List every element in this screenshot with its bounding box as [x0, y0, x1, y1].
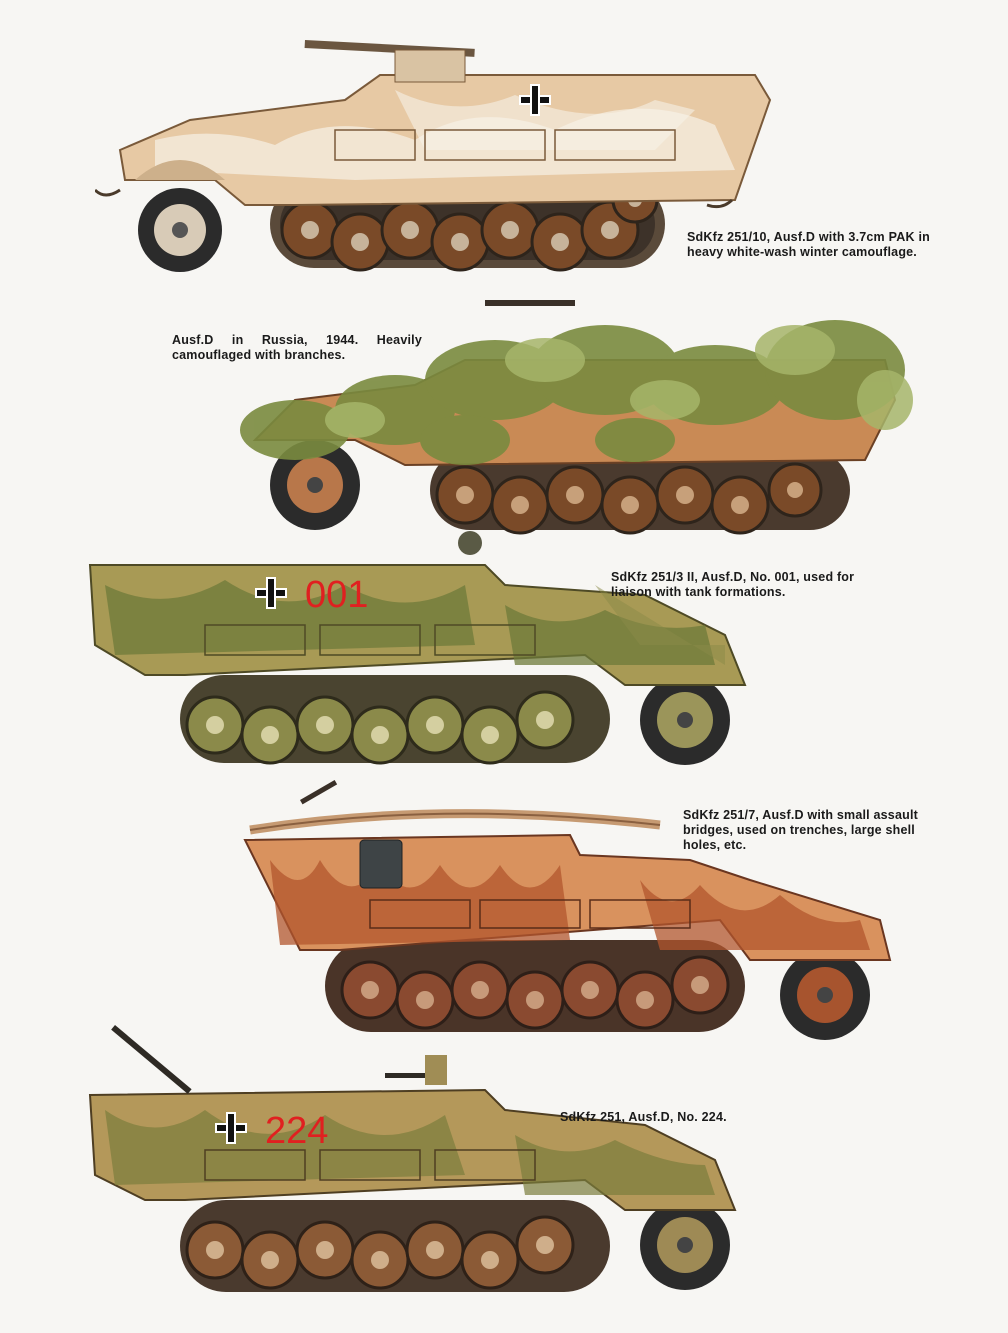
- vehicle-number-224: 224: [265, 1110, 328, 1152]
- caption-russia-1944: Ausf.D in Russia, 1944. Heavily camoufla…: [172, 333, 422, 362]
- caption-251-3-no-001: SdKfz 251/3 II, Ausf.D, No. 001, used fo…: [611, 570, 855, 599]
- halftrack-russia-1944-illustration: [240, 300, 913, 535]
- caption-251-no-224: SdKfz 251, Ausf.D, No. 224.: [560, 1110, 727, 1124]
- balkenkreuz-icon: [255, 577, 287, 609]
- halftrack-251-no-224-illustration: 224: [88, 1025, 737, 1292]
- halftrack-251-10-illustration: [95, 40, 772, 272]
- halftrack-251-7-illustration: [243, 780, 892, 1040]
- balkenkreuz-icon: [519, 84, 551, 116]
- caption-251-10: SdKfz 251/10, Ausf.D with 3.7cm PAK in h…: [687, 230, 930, 259]
- balkenkreuz-icon: [215, 1112, 247, 1144]
- halftrack-251-3-no-001-illustration: 001: [88, 531, 747, 765]
- caption-251-7: SdKfz 251/7, Ausf.D with small assault b…: [683, 808, 918, 852]
- vehicle-number-001: 001: [305, 574, 368, 616]
